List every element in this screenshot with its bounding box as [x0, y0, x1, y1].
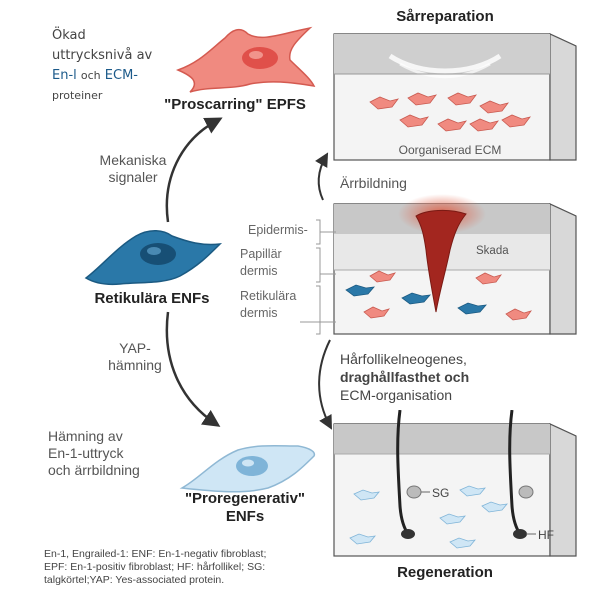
- and-term: och: [80, 69, 101, 82]
- arrow-to-proregenerative: [165, 311, 221, 427]
- wound-repair-block: Oorganiserad ECM: [333, 33, 577, 161]
- note-line-2: uttrycksnivå av: [52, 48, 153, 63]
- proregenerative-line-2: ENFs: [225, 508, 265, 525]
- inhibition-line-2: En-1-uttryck: [48, 445, 124, 461]
- note-line-3: En-l och ECM-: [52, 66, 182, 86]
- hair-follicle-line-2: draghållfasthet och: [340, 369, 470, 385]
- disorganized-ecm-label: Oorganiserad ECM: [399, 143, 502, 157]
- regeneration-block: SG HF: [333, 410, 577, 557]
- mechanical-line-2: signaler: [108, 169, 158, 185]
- mechanical-line-1: Mekaniska: [99, 152, 167, 168]
- footnote-line-1: En-1, Engrailed-1: ENF: En-1-negativ fib…: [44, 548, 267, 560]
- footnote-line-3: talgkörtel;YAP: Yes-associated protein.: [44, 574, 225, 586]
- note-line-1: Ökad: [52, 28, 86, 43]
- wound-repair-title: Sårreparation: [396, 8, 494, 25]
- papillary-line-1: Papillär: [240, 247, 282, 261]
- hair-follicle-line-1: Hårfollikelneogenes,: [340, 351, 467, 367]
- inhibition-note: Hämning av En-1-uttryck och ärrbildning: [48, 428, 178, 479]
- increased-expression-note: Ökad uttrycksnivå av En-l och ECM- prote…: [52, 26, 182, 106]
- papillary-dermis-label: Papillär dermis: [240, 246, 282, 280]
- arrow-regeneration: [318, 339, 332, 430]
- epidermis-label: Epidermis-: [248, 223, 308, 237]
- layer-brackets: [300, 219, 336, 335]
- en1-term: En-l: [52, 68, 77, 83]
- reticular-enfs-title: Retikulära ENFs: [94, 290, 210, 307]
- hair-follicle-note: Hårfollikelneogenes, draghållfasthet och…: [340, 350, 469, 404]
- reticular-line-2: dermis: [240, 306, 278, 320]
- papillary-line-2: dermis: [240, 264, 278, 278]
- inhibition-line-1: Hämning av: [48, 428, 123, 444]
- proregenerative-cell-icon: [179, 444, 316, 493]
- reticular-enf-cell-icon: [84, 230, 223, 286]
- hf-label: HF: [538, 528, 554, 542]
- scarring-label: Ärrbildning: [340, 175, 407, 191]
- note-line-4: proteiner: [52, 89, 103, 102]
- reticular-line-1: Retikulära: [240, 289, 297, 303]
- regeneration-title: Regeneration: [397, 564, 493, 581]
- proscarring-title: "Proscarring" EPFS: [164, 96, 306, 113]
- reticular-dermis-label: Retikulära dermis: [240, 288, 296, 322]
- footnote: En-1, Engrailed-1: ENF: En-1-negativ fib…: [44, 548, 334, 587]
- sg-label: SG: [432, 486, 449, 500]
- proregenerative-title: "Proregenerativ" ENFs: [170, 490, 320, 526]
- yap-line-2: hämning: [108, 357, 162, 373]
- mechanical-signals-label: Mekaniska signaler: [88, 152, 178, 186]
- hair-follicle-line-3: ECM-organisation: [340, 387, 453, 403]
- ecm-term: ECM-: [104, 68, 138, 83]
- injury-block: Skada: [333, 194, 577, 335]
- injury-label: Skada: [476, 245, 509, 257]
- proregenerative-line-1: "Proregenerativ": [184, 490, 306, 507]
- arrow-scarring: [315, 152, 329, 201]
- footnote-line-2: EPF: En-1-positiv fibroblast; HF: hårfol…: [44, 561, 266, 573]
- yap-inhibition-label: YAP- hämning: [100, 340, 170, 374]
- inhibition-line-3: och ärrbildning: [48, 462, 140, 478]
- yap-line-1: YAP-: [119, 340, 151, 356]
- proscarring-cell-icon: [175, 26, 316, 93]
